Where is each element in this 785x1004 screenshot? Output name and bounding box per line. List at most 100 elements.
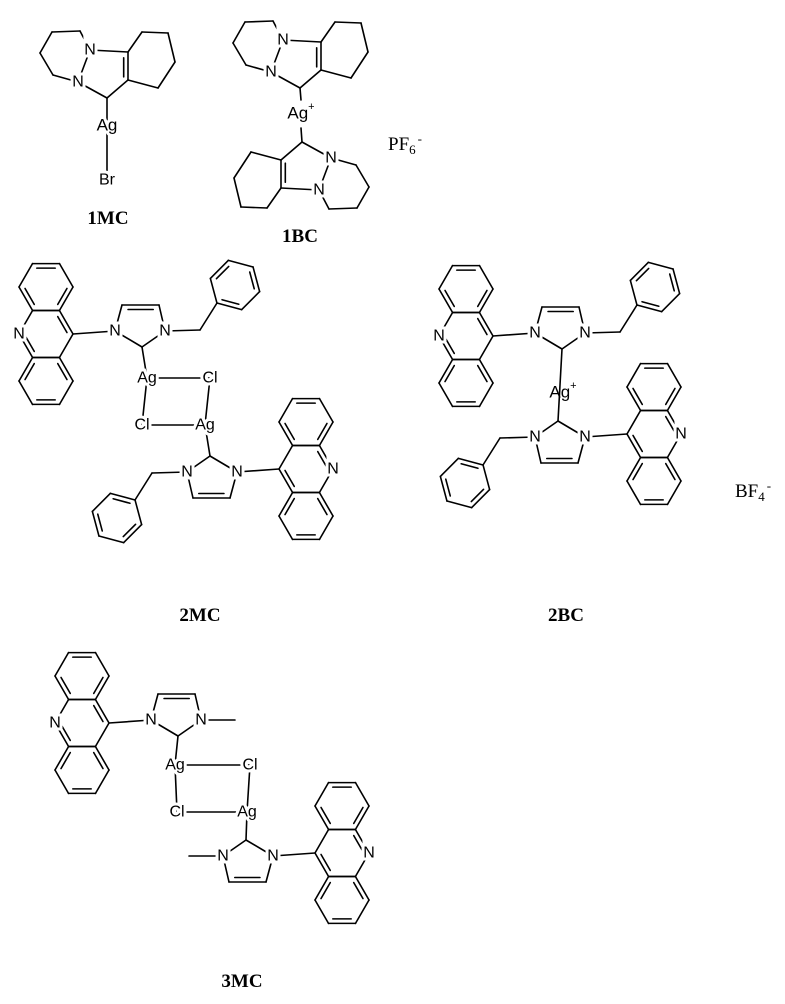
double-bond-line <box>284 422 296 441</box>
bond <box>186 455 211 473</box>
counterion-pf6: PF6- <box>388 131 422 158</box>
bond <box>236 468 280 473</box>
bond <box>141 330 166 348</box>
bond <box>278 491 294 517</box>
double-bond-line <box>664 387 676 406</box>
bond <box>18 262 34 288</box>
bond <box>278 515 294 541</box>
double-bond-line <box>316 497 328 516</box>
bond <box>330 157 357 166</box>
double-bond-line <box>444 478 452 497</box>
bond <box>578 306 586 334</box>
charge-plus: + <box>570 380 576 392</box>
atom-label-N: N <box>579 325 591 342</box>
double-bond-line <box>248 271 256 290</box>
c-ag-bond <box>245 811 248 841</box>
bond <box>18 309 34 335</box>
double-bond-line <box>664 415 676 434</box>
bond <box>58 262 74 288</box>
bond <box>18 286 34 312</box>
atom-label-Cl: Cl <box>169 804 184 821</box>
atom-label-Ag: Ag <box>137 370 157 387</box>
bond <box>478 311 494 337</box>
double-bond-line <box>56 287 68 306</box>
double-bond-line <box>320 853 332 872</box>
double-bond-line <box>476 364 488 383</box>
bond <box>314 875 330 901</box>
atom-label-Ag: Ag+ <box>549 380 576 402</box>
bond <box>457 457 484 466</box>
bond <box>177 719 202 737</box>
atom-label-Br: Br <box>99 172 116 189</box>
bond <box>626 386 642 412</box>
atom-label-N: N <box>433 328 445 345</box>
bond <box>122 523 143 544</box>
bond <box>94 722 110 748</box>
double-bond-line <box>96 513 104 532</box>
c-ag-bond <box>300 127 303 143</box>
bond <box>58 380 74 406</box>
bond <box>18 333 34 359</box>
atom-label-N: N <box>159 323 171 340</box>
bond <box>334 21 362 24</box>
bond <box>164 329 201 332</box>
bond <box>209 259 230 280</box>
bond <box>318 421 334 447</box>
bond <box>446 500 473 509</box>
double-bond-line <box>320 806 332 825</box>
atom-label-N: N <box>13 326 25 343</box>
bond <box>233 177 242 208</box>
bond <box>233 151 252 179</box>
bond <box>91 492 112 513</box>
bond <box>499 436 536 439</box>
bond <box>636 304 663 313</box>
bond <box>647 261 674 270</box>
atom-label-Ag: Ag <box>97 116 118 135</box>
bond <box>354 875 370 901</box>
atom-label-N: N <box>231 464 243 481</box>
bond <box>301 141 332 159</box>
bond <box>109 492 136 501</box>
double-bond-line <box>444 364 456 383</box>
double-bond-line <box>24 334 36 353</box>
bond <box>478 288 494 314</box>
bond <box>79 30 91 51</box>
double-bond-line <box>664 462 676 481</box>
counterion-formula: BF <box>735 481 759 502</box>
double-bond-line <box>316 450 328 469</box>
counterion-subscript: 4 <box>758 489 765 504</box>
double-bond-line <box>444 289 456 308</box>
bond <box>626 480 642 506</box>
bond <box>134 499 143 526</box>
double-bond-line <box>668 273 676 292</box>
bond <box>91 510 100 537</box>
c-ag-c-bond <box>557 348 563 422</box>
bond <box>194 693 202 721</box>
bond <box>94 698 110 724</box>
bond <box>314 852 330 878</box>
bond <box>157 61 176 89</box>
counterion-subscript: 6 <box>409 142 416 157</box>
bond <box>186 471 194 499</box>
bond <box>314 805 330 831</box>
bond <box>54 675 70 701</box>
bond <box>39 52 54 76</box>
ag-cl-bond <box>174 764 178 813</box>
bond <box>557 420 586 438</box>
bond <box>278 444 294 470</box>
bond <box>54 722 70 748</box>
bond <box>354 899 370 925</box>
atom-label-N: N <box>84 42 96 59</box>
counterion-bf4: BF4- <box>735 478 771 505</box>
double-bond-line <box>476 289 488 308</box>
atom-label-N: N <box>195 712 207 729</box>
bond <box>106 79 129 99</box>
bond <box>318 444 334 470</box>
double-bond-line <box>632 387 644 406</box>
double-bond-line <box>460 462 479 470</box>
double-bond-line <box>60 723 72 742</box>
double-bond-line <box>470 488 485 503</box>
bond <box>666 409 682 435</box>
bond <box>278 468 294 494</box>
